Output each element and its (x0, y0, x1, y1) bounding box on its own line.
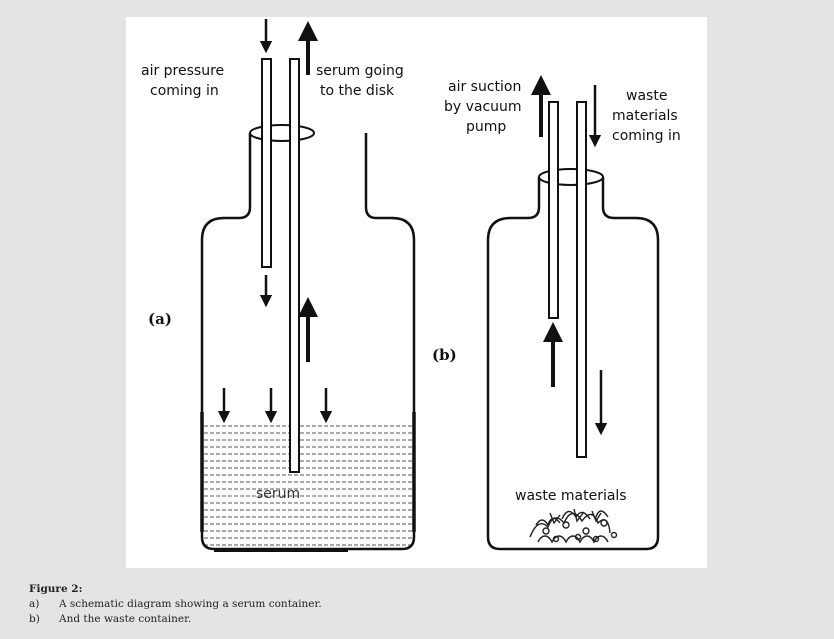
waste-bottle-outline (486, 177, 660, 551)
waste-pile (529, 508, 618, 544)
panel-b-letter: (b) (432, 346, 457, 364)
air-suction-tube (548, 101, 559, 319)
label-air-pressure-1: air pressure (141, 63, 224, 79)
schematic-diagram: air pressure coming in serum going to th… (141, 19, 681, 552)
serum-liquid (202, 422, 414, 549)
caption-item-text: And the waste container. (59, 613, 192, 625)
label-air-pressure-2: coming in (150, 83, 219, 99)
caption-item-letter: b) (29, 613, 40, 625)
panel-a-letter: (a) (148, 310, 172, 328)
caption-item: b) And the waste container. (29, 612, 322, 627)
label-waste-1: waste (626, 88, 667, 104)
caption-title: Figure 2: (29, 583, 83, 595)
label-air-suction-1: air suction (448, 79, 521, 95)
caption-item-letter: a) (29, 598, 40, 610)
figure-caption: Figure 2: a) A schematic diagram showing… (29, 582, 322, 627)
label-serum-going-1: serum going (316, 63, 404, 79)
figure-image: air pressure coming in serum going to th… (126, 17, 707, 568)
serum-container: air pressure coming in serum going to th… (141, 19, 416, 552)
label-air-suction-3: pump (466, 119, 506, 135)
air-inlet-tube (261, 58, 272, 268)
label-serum: serum (256, 486, 300, 502)
serum-outlet-tube (289, 58, 300, 473)
label-serum-going-2: to the disk (320, 83, 395, 99)
waste-inlet-tube (576, 101, 587, 458)
label-air-suction-2: by vacuum (444, 99, 522, 115)
serum-bottle-neck (249, 124, 315, 142)
label-waste-2: materials (612, 108, 678, 124)
label-waste-3: coming in (612, 128, 681, 144)
caption-item-text: A schematic diagram showing a serum cont… (59, 598, 322, 610)
caption-item: a) A schematic diagram showing a serum c… (29, 597, 322, 612)
label-waste-materials: waste materials (515, 488, 627, 504)
waste-container: air suction by vacuum pump waste materia… (432, 75, 681, 551)
